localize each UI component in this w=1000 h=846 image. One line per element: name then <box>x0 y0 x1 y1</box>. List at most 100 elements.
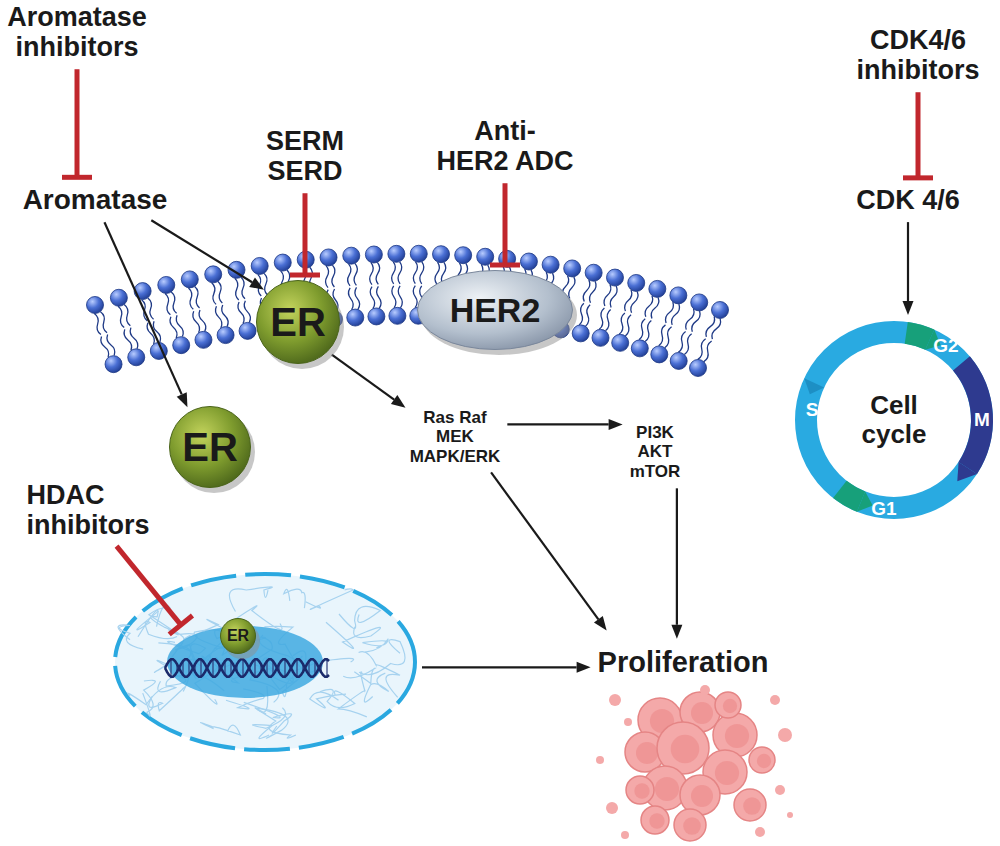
node-text: HDAC inhibitors <box>27 480 150 540</box>
connector-line <box>907 222 909 301</box>
dna-rung <box>296 659 297 677</box>
lipid-tail <box>222 305 228 327</box>
lipid-head <box>368 308 385 325</box>
inhibition-connector <box>117 546 193 634</box>
arrow-connector <box>671 488 682 638</box>
receptor-ellipse: HER2 <box>417 270 573 350</box>
arrow-connector <box>422 662 591 673</box>
lipid-head <box>690 359 707 376</box>
node-text: Aromatase <box>23 184 168 215</box>
lipid-tail <box>107 335 115 356</box>
receptor-circle: ER <box>256 280 340 364</box>
lipid-tail <box>413 262 417 284</box>
lipid-head <box>251 257 268 274</box>
lipid-head <box>320 249 337 266</box>
arrow-connector <box>903 222 914 315</box>
lipid-head <box>87 297 104 314</box>
lipid-head <box>217 327 234 344</box>
dna-rung <box>284 659 285 677</box>
chromatin-fiber <box>200 723 240 735</box>
phase-label: M <box>974 409 990 431</box>
node-text: Ras Raf MEK MAPK/ERK <box>410 408 501 467</box>
drug-label: Aromatase inhibitors <box>5 0 149 64</box>
lipid-tail <box>599 308 604 329</box>
node-text: ER <box>182 425 238 470</box>
cell-nucleus <box>634 783 649 798</box>
lipid-tail <box>605 309 610 330</box>
ring-arrow <box>857 491 873 511</box>
lipid-tail <box>348 288 353 310</box>
connector-line <box>916 92 921 178</box>
cell-nucleus <box>723 699 737 713</box>
receptor-circle: ER <box>169 406 251 488</box>
lipid-head <box>105 356 122 373</box>
cell-fragment <box>775 785 785 795</box>
lipid-tail <box>195 286 200 307</box>
lipid-tail <box>659 325 666 346</box>
lipid-head <box>388 245 405 262</box>
chromatin-fiber <box>359 640 405 675</box>
lipid-head <box>564 260 581 277</box>
chromatin-fiber <box>284 589 305 608</box>
lipid-tail <box>355 287 360 309</box>
lipid-tail <box>392 262 396 284</box>
lipid-tail <box>238 302 244 324</box>
lipid-head <box>606 269 623 286</box>
lipid-head <box>649 280 666 297</box>
lipid-tail <box>590 281 597 303</box>
dna-rung <box>326 659 327 677</box>
cell-nucleus <box>691 785 713 807</box>
ring-phase-g2 <box>906 333 930 340</box>
lipid-head <box>365 246 382 263</box>
lipid-head <box>410 245 427 262</box>
drug-label: HDAC inhibitors <box>25 478 152 542</box>
cell-fragment <box>770 695 780 705</box>
tumor-cell <box>715 692 741 718</box>
lipid-tail <box>370 287 374 309</box>
lipid-tail <box>631 292 638 313</box>
outcome-label: Proliferation <box>596 644 771 680</box>
inhibition-bar <box>903 175 933 180</box>
nucleus: ER <box>113 574 417 750</box>
shape-fill <box>170 407 251 488</box>
lipid-tail <box>692 311 700 332</box>
cell-fragment <box>609 694 621 706</box>
tumor-cell <box>641 806 669 834</box>
lipid-head <box>542 256 559 273</box>
lipid-head <box>389 307 406 324</box>
shape-fill <box>257 281 340 364</box>
lipid-tail <box>241 277 245 299</box>
connector-line <box>676 488 678 624</box>
cell-fragment <box>778 728 792 742</box>
lipid-head <box>110 289 127 306</box>
lipid-tail <box>579 303 584 325</box>
ring-band <box>806 332 982 508</box>
chromatin-fiber <box>364 673 388 702</box>
cell-nucleus <box>757 754 771 768</box>
cell-fragment <box>621 831 629 839</box>
lipid-tail <box>569 277 575 299</box>
connector-line <box>422 666 577 668</box>
connector-line <box>491 472 598 619</box>
target-label: Aromatase <box>21 182 170 217</box>
chromatin-fiber <box>229 587 272 612</box>
lipid-tail <box>354 263 357 285</box>
receptor-circle: ER <box>220 618 256 654</box>
inhibition-bar <box>62 175 92 180</box>
inhibition-connector <box>62 69 92 177</box>
node-text: HER2 <box>450 291 541 329</box>
tumor-cell <box>749 747 775 773</box>
cell-fragment <box>755 827 765 837</box>
lipid-head <box>173 337 190 354</box>
cell-nucleus <box>725 724 749 748</box>
inhibition-connector <box>490 183 520 265</box>
lipid-head <box>592 329 609 346</box>
lipid-head <box>670 287 687 304</box>
arrowhead <box>577 662 591 673</box>
dna-helix <box>165 659 329 677</box>
cell-nucleus <box>715 761 739 785</box>
arrowhead <box>249 278 264 290</box>
tumor-cell <box>674 809 706 841</box>
lipid-tail <box>218 282 222 304</box>
arrow-connector <box>491 472 607 630</box>
